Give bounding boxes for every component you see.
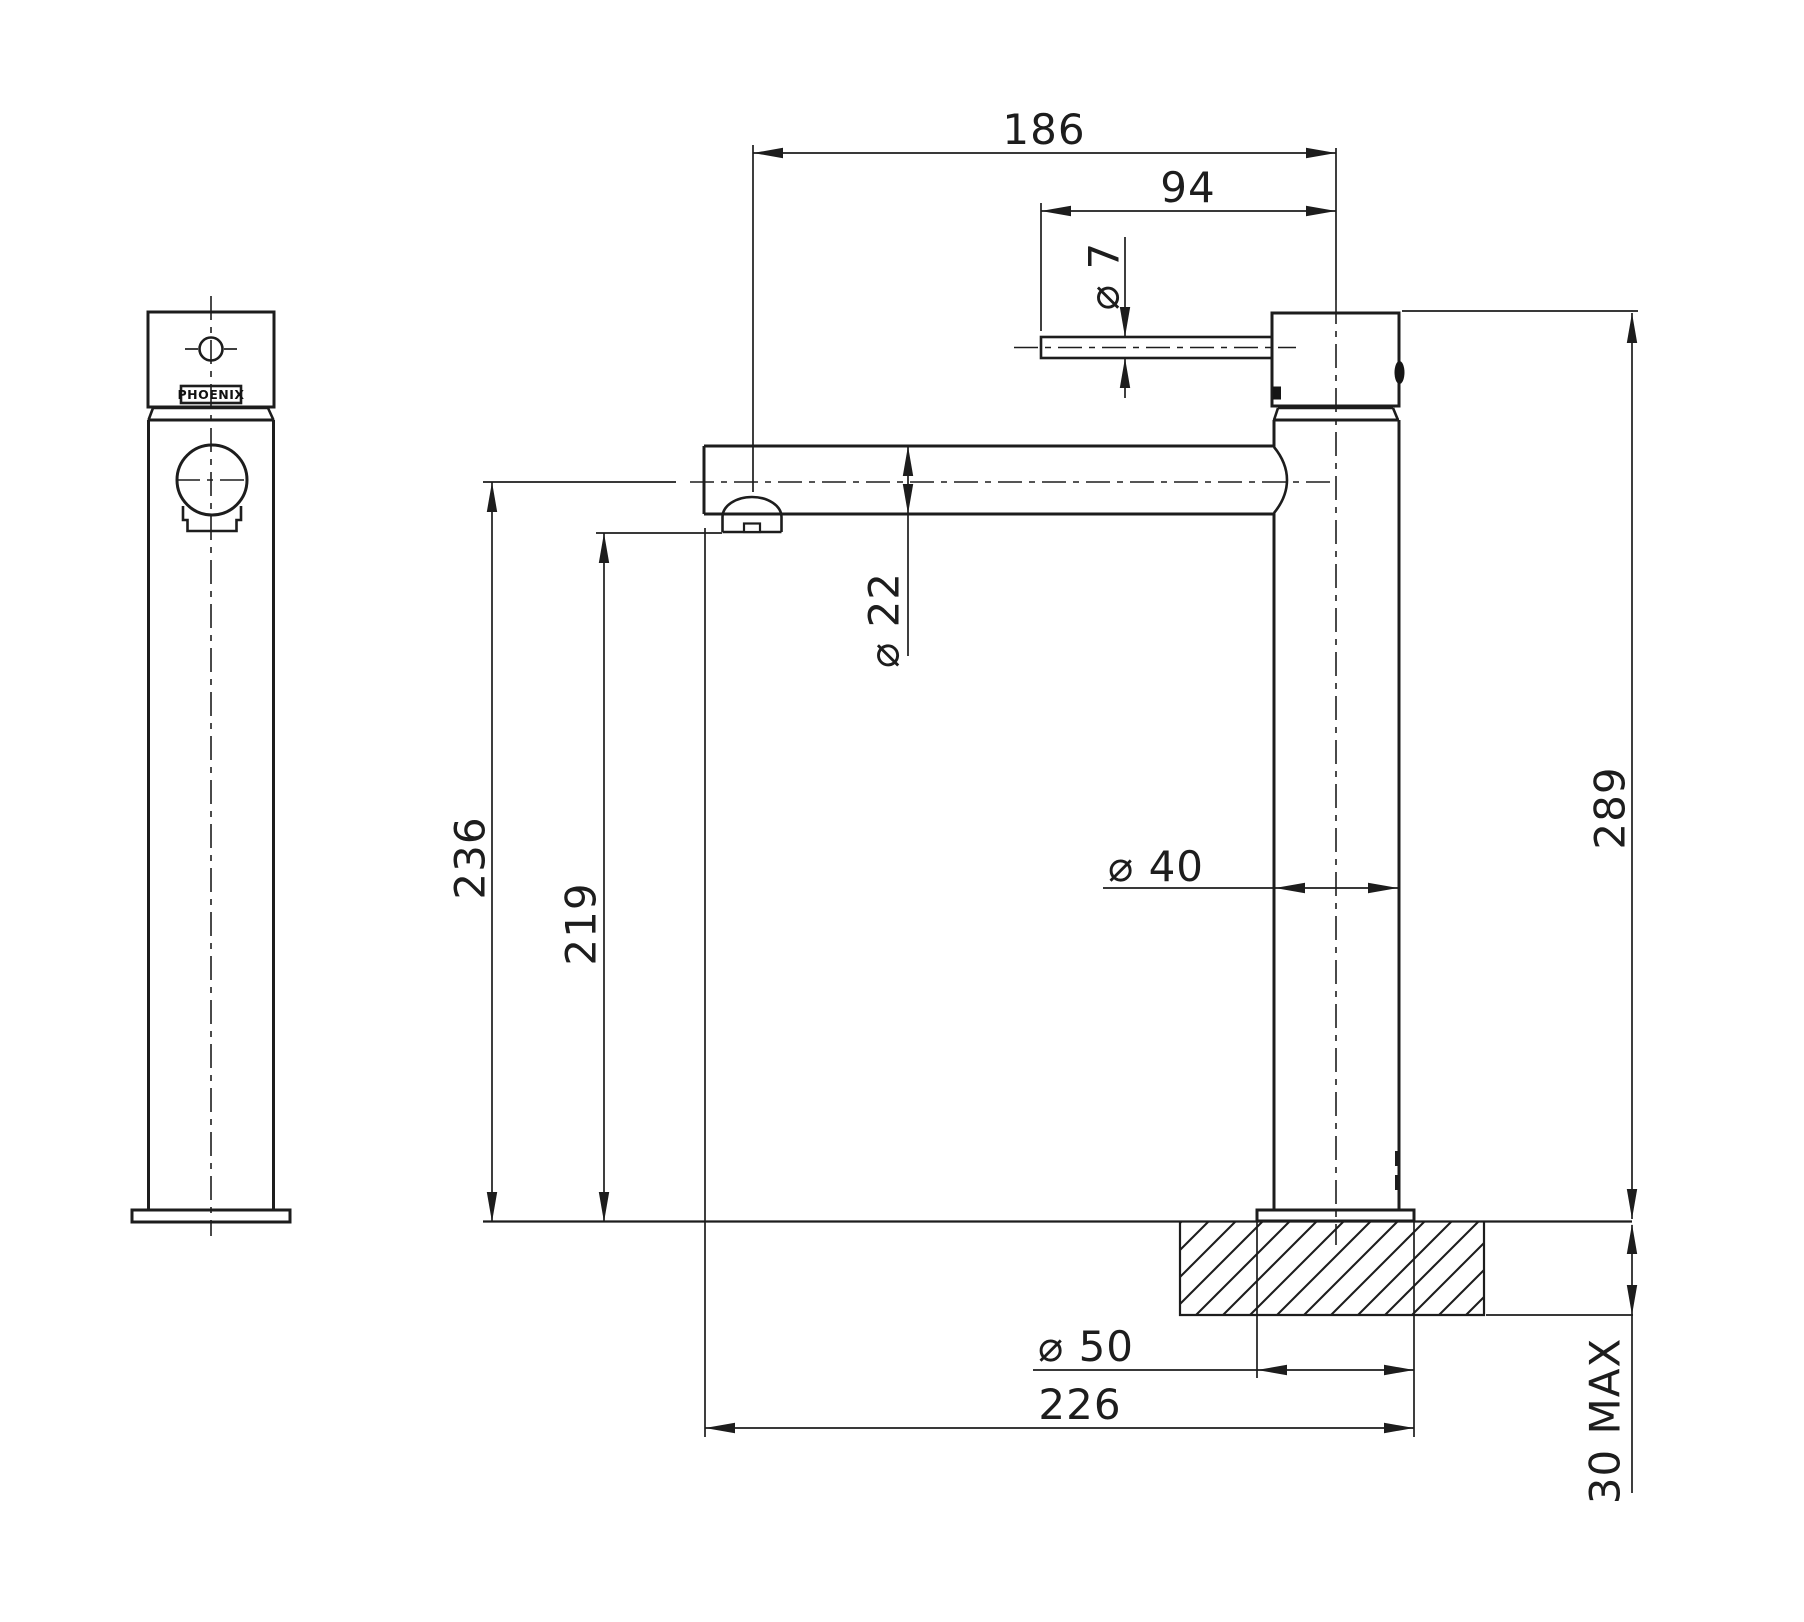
front-neck-side-left [147, 407, 155, 421]
arrowhead [1275, 882, 1305, 894]
side-view [483, 148, 1632, 1317]
arrowhead [1368, 882, 1398, 894]
dim-label: ⌀ 7 [1080, 242, 1129, 310]
arrowhead [1626, 1285, 1638, 1315]
spout-column-junction [1272, 446, 1289, 514]
arrowhead [1626, 1224, 1638, 1254]
arrowhead [486, 1192, 498, 1222]
dim-label: ⌀ 22 [860, 572, 909, 668]
dim-label: ⌀ 40 [1108, 842, 1204, 891]
neck-side-left [1272, 407, 1280, 421]
arrowhead [1257, 1364, 1287, 1376]
arrowhead [1626, 1189, 1638, 1219]
dim-spout-diameter-22: ⌀ 22 [860, 446, 914, 668]
counter-section-hatch [1180, 1221, 1484, 1315]
arrowhead [598, 1192, 610, 1222]
dim-label: 219 [557, 882, 606, 965]
arrowhead [1306, 147, 1336, 159]
dim-lever-diameter-7: ⌀ 7 [1080, 237, 1131, 398]
dim-lever-reach-94: 94 [1040, 163, 1336, 331]
arrowhead [902, 484, 914, 514]
neck-side-right [1391, 407, 1400, 421]
dim-label: 289 [1586, 766, 1635, 849]
arrowhead [705, 1422, 735, 1434]
aerator-notch [742, 522, 762, 534]
arrowhead [902, 446, 914, 476]
arrowhead [1626, 313, 1638, 343]
counter-section-outline [1178, 1221, 1486, 1317]
dim-label: 186 [1002, 105, 1085, 154]
dim-outlet-height-219: 219 [557, 532, 722, 1222]
housing-set-screw [1272, 386, 1281, 400]
dim-label: 94 [1160, 163, 1215, 212]
front-neck-side-right [266, 407, 275, 421]
dim-overall-projection-226: 226 [704, 528, 1414, 1437]
arrowhead [753, 147, 783, 159]
dim-base-diameter-50: ⌀ 50 [1033, 1222, 1415, 1437]
dim-overall-height-289: 289 [1402, 310, 1638, 1219]
arrowhead [1384, 1422, 1414, 1434]
dimensions: 186 94 ⌀ 7 ⌀ 22 236 [446, 105, 1638, 1504]
dim-label: 226 [1038, 1380, 1121, 1429]
arrowhead [1306, 205, 1336, 217]
arrowhead [1384, 1364, 1414, 1376]
dim-label: 236 [446, 816, 495, 899]
arrowhead [1041, 205, 1071, 217]
arrowhead [1119, 307, 1131, 337]
dim-deck-thickness-30max: 30 MAX [1486, 1224, 1638, 1505]
aerator-dome [721, 495, 783, 518]
arrowhead [598, 533, 610, 563]
dim-spout-height-236: 236 [446, 481, 676, 1222]
dim-label: 30 MAX [1581, 1338, 1630, 1505]
dim-label: ⌀ 50 [1038, 1322, 1134, 1371]
front-view: PHOENIX [130, 296, 292, 1236]
front-aerator [181, 506, 243, 533]
dim-body-diameter-40: ⌀ 40 [1103, 842, 1398, 894]
temp-indicator-dot [1394, 361, 1405, 384]
dim-spout-reach-186: 186 [752, 105, 1336, 492]
arrowhead [1119, 358, 1131, 388]
arrowhead [486, 482, 498, 512]
